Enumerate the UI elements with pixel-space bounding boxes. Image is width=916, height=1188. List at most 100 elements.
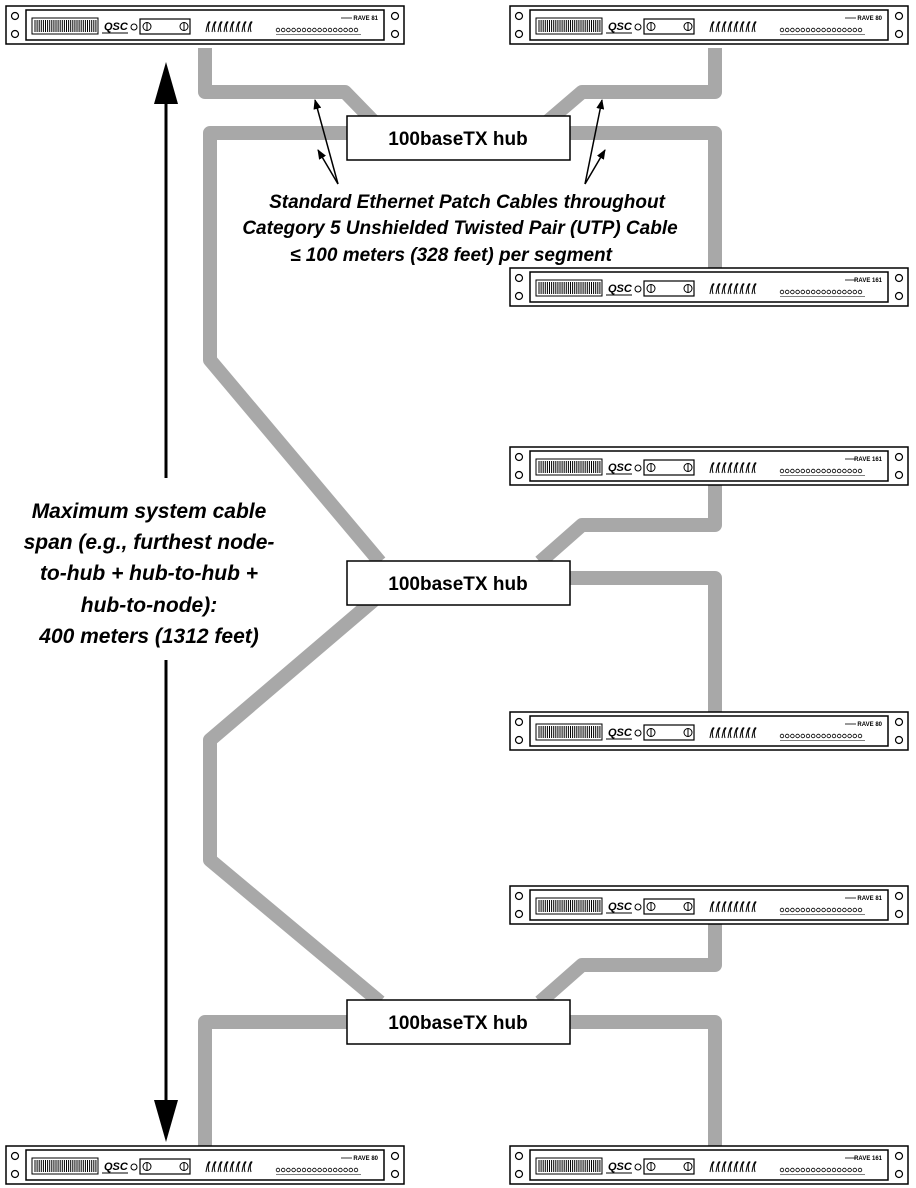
mount-hole-icon (390, 11, 400, 21)
mount-hole-icon (514, 717, 524, 727)
qsc-logo: QSC (608, 21, 633, 33)
vent-grill (535, 897, 603, 915)
cable-hub3-node8 (570, 1015, 722, 1160)
hub-box (346, 999, 571, 1045)
power-led-icon (130, 1163, 138, 1171)
display-panel (643, 898, 695, 915)
mount-hole-icon (894, 11, 904, 21)
vent-grill (31, 1157, 99, 1175)
cable-node2-hub1 (535, 48, 722, 134)
signal-indicators (709, 462, 757, 474)
mount-hole-icon (894, 909, 904, 919)
signal-indicators (709, 21, 757, 33)
signal-indicators (709, 901, 757, 913)
span-note: Maximum system cable span (e.g., furthes… (24, 500, 275, 648)
mount-hole-icon (514, 273, 524, 283)
hub-label: 100baseTX hub (388, 574, 527, 595)
hub-box (346, 115, 571, 161)
led-row (275, 27, 361, 35)
power-led-icon (130, 23, 138, 31)
mount-hole-icon (390, 1151, 400, 1161)
display-panel (643, 724, 695, 741)
cable-node4-hub2 (535, 485, 722, 568)
cable-hub2-node5 (570, 571, 722, 712)
vent-grill (31, 17, 99, 35)
mount-hole-icon (894, 735, 904, 745)
led-row (779, 27, 865, 35)
display-panel (643, 1158, 695, 1175)
signal-indicators (709, 283, 757, 295)
mount-hole-icon (390, 29, 400, 39)
display-panel (139, 1158, 191, 1175)
mount-hole-icon (514, 29, 524, 39)
mount-hole-icon (514, 470, 524, 480)
rack-unit: QSC RAVE 161 (509, 446, 909, 486)
mount-hole-icon (10, 1151, 20, 1161)
led-row (779, 468, 865, 476)
hub-1: 100baseTX hub (346, 115, 571, 161)
power-led-icon (634, 729, 642, 737)
vent-grill (535, 723, 603, 741)
callout-arrow (317, 149, 339, 185)
qsc-logo: QSC (608, 1161, 633, 1173)
vent-grill (535, 458, 603, 476)
signal-indicators (205, 1161, 253, 1173)
cable-node1-hub1 (198, 48, 386, 133)
power-led-icon (634, 23, 642, 31)
mount-hole-icon (894, 470, 904, 480)
mount-hole-icon (894, 452, 904, 462)
span-note-line-2: span (e.g., furthest node- (24, 531, 275, 554)
mount-hole-icon (894, 291, 904, 301)
hub-label: 100baseTX hub (388, 1013, 527, 1034)
cables (198, 48, 722, 1160)
mount-hole-icon (514, 452, 524, 462)
led-row (275, 1167, 361, 1175)
power-led-icon (634, 285, 642, 293)
mount-hole-icon (514, 1169, 524, 1179)
mount-hole-icon (514, 11, 524, 21)
model-label: RAVE 81 (353, 16, 378, 22)
span-note-line-3: to-hub + hub-to-hub + (40, 562, 258, 585)
hub-3: 100baseTX hub (346, 999, 571, 1045)
arrow-head-up (154, 62, 178, 104)
callout-arrow (584, 149, 606, 185)
cable-note-line-2: Category 5 Unshielded Twisted Pair (UTP)… (242, 218, 678, 239)
mount-hole-icon (514, 891, 524, 901)
qsc-logo: QSC (608, 462, 633, 474)
unit-body (25, 9, 385, 41)
led-row (779, 733, 865, 741)
span-note-line-5: 400 meters (1312 feet) (38, 625, 258, 648)
signal-indicators (709, 1161, 757, 1173)
model-label: RAVE 161 (854, 457, 883, 463)
qsc-logo: QSC (608, 283, 633, 295)
led-row (779, 1167, 865, 1175)
span-arrow (154, 62, 178, 1142)
cable-note-line-1: Standard Ethernet Patch Cables throughou… (269, 192, 666, 213)
callout-arrow (313, 99, 339, 185)
model-label: RAVE 161 (854, 1156, 883, 1162)
cable-hub3-node7 (198, 1015, 347, 1160)
mount-hole-icon (514, 291, 524, 301)
mount-hole-icon (894, 1169, 904, 1179)
led-row (779, 289, 865, 297)
rack-unit: QSC RAVE 80 (509, 711, 909, 751)
mount-hole-icon (10, 29, 20, 39)
mount-hole-icon (514, 735, 524, 745)
mount-hole-icon (514, 909, 524, 919)
mount-hole-icon (894, 891, 904, 901)
mount-hole-icon (10, 11, 20, 21)
cable-hub1-node3 (570, 126, 722, 268)
cable-node6-hub3 (535, 924, 722, 1008)
vent-grill (535, 279, 603, 297)
qsc-logo: QSC (608, 727, 633, 739)
vent-grill (535, 1157, 603, 1175)
mount-hole-icon (894, 717, 904, 727)
cable-note: Standard Ethernet Patch Cables throughou… (242, 192, 678, 266)
model-label: RAVE 80 (857, 722, 882, 728)
